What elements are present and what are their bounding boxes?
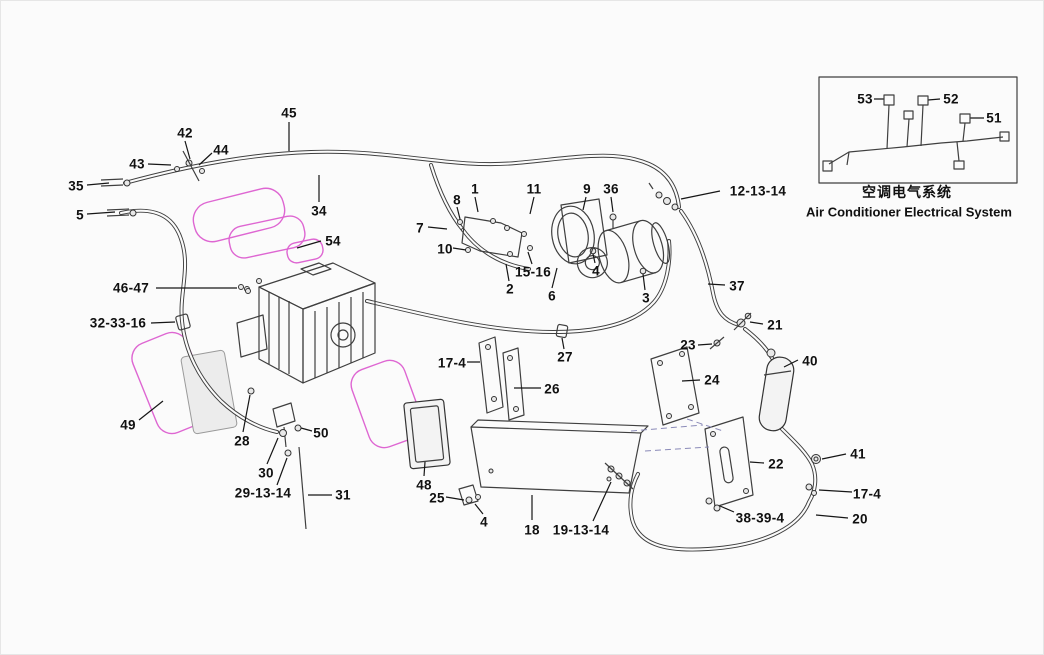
fittings-bottom	[458, 462, 634, 506]
callout-1: 1	[471, 181, 479, 197]
filter-panel-gray	[180, 349, 238, 435]
wiring-harness	[822, 94, 1010, 172]
drain-tube	[298, 446, 307, 530]
fittings-compressor-top	[609, 182, 679, 229]
callout-32-33-16: 32-33-16	[89, 315, 147, 331]
callout-34: 34	[311, 203, 327, 219]
callout-43: 43	[129, 156, 145, 172]
callout-40: 40	[802, 353, 818, 369]
duct-assembly-magenta	[192, 187, 324, 264]
callout-6: 6	[548, 288, 556, 304]
callout-54: 54	[325, 233, 341, 249]
mounting-brackets-center	[478, 336, 525, 421]
callout-30: 30	[258, 465, 274, 481]
alignment-dashed-lines	[630, 418, 724, 452]
callout-3: 3	[642, 290, 650, 306]
inset-border	[818, 76, 1018, 184]
callout-25: 25	[429, 490, 445, 506]
callout-7: 7	[416, 220, 424, 236]
hose-middle-run	[365, 239, 672, 334]
hvac-unit	[236, 262, 376, 384]
callout-19-13-14: 19-13-14	[552, 522, 610, 538]
callout-51: 51	[986, 110, 1002, 126]
callout-27: 27	[557, 349, 573, 365]
inset-title-english: Air Conditioner Electrical System	[806, 204, 1012, 220]
callout-50: 50	[313, 425, 329, 441]
callout-31: 31	[335, 487, 351, 503]
condenser-panel	[470, 419, 649, 494]
hose-right-down	[679, 209, 741, 327]
callout-15-16: 15-16	[514, 264, 552, 280]
callout-49: 49	[120, 417, 136, 433]
receiver-drier	[758, 348, 795, 432]
callout-53: 53	[857, 91, 873, 107]
callout-42: 42	[177, 125, 193, 141]
callout-44: 44	[213, 142, 229, 158]
compressor-mount-plate	[560, 198, 608, 264]
compressor	[576, 219, 671, 284]
compressor-bolt-3	[639, 267, 647, 275]
hose-top-run	[123, 149, 681, 209]
callout-21: 21	[767, 317, 783, 333]
callout-37: 37	[729, 278, 745, 294]
callout-17-4-left: 17-4	[437, 355, 467, 371]
callout-9: 9	[583, 181, 591, 197]
callout-52: 52	[943, 91, 959, 107]
leader-lines	[86, 98, 984, 522]
hose-bottom-loop	[628, 427, 818, 552]
compressor-bracket	[457, 216, 533, 258]
callout-17-4-right: 17-4	[852, 486, 882, 502]
bracket-plate-24	[650, 346, 700, 426]
callout-4-compressor: 4	[592, 263, 600, 279]
electrical-inset	[818, 76, 1018, 184]
callout-4-bottom-left: 4	[480, 514, 488, 530]
callout-46-47: 46-47	[112, 280, 150, 296]
fittings-right	[705, 312, 821, 512]
foam-seal-right	[350, 359, 424, 449]
callout-20: 20	[852, 511, 868, 527]
callout-28: 28	[234, 433, 250, 449]
callout-38-39-4: 38-39-4	[735, 510, 785, 526]
callout-18: 18	[524, 522, 540, 538]
callout-24: 24	[704, 372, 720, 388]
callout-48: 48	[416, 477, 432, 493]
callout-35: 35	[68, 178, 84, 194]
fittings-left-clamps	[100, 150, 569, 339]
callout-5: 5	[76, 207, 84, 223]
callout-22: 22	[768, 456, 784, 472]
inset-title-chinese: 空调电气系统	[862, 184, 952, 200]
callout-8: 8	[453, 192, 461, 208]
hose-descender	[429, 163, 531, 271]
callout-23: 23	[680, 337, 696, 353]
callout-26: 26	[544, 381, 560, 397]
callout-29-13-14: 29-13-14	[234, 485, 292, 501]
callout-41: 41	[850, 446, 866, 462]
callout-10: 10	[437, 241, 453, 257]
expansion-valve-fittings	[247, 387, 302, 457]
callout-11: 11	[526, 181, 542, 197]
callout-45: 45	[281, 105, 297, 121]
callout-12-13-14: 12-13-14	[729, 183, 787, 199]
callout-36: 36	[603, 181, 619, 197]
gasket-ring	[551, 205, 595, 265]
bracket-plate-22	[704, 416, 754, 508]
control-module-box	[403, 398, 451, 470]
hose-left-descent	[119, 208, 279, 434]
callout-2: 2	[506, 281, 514, 297]
